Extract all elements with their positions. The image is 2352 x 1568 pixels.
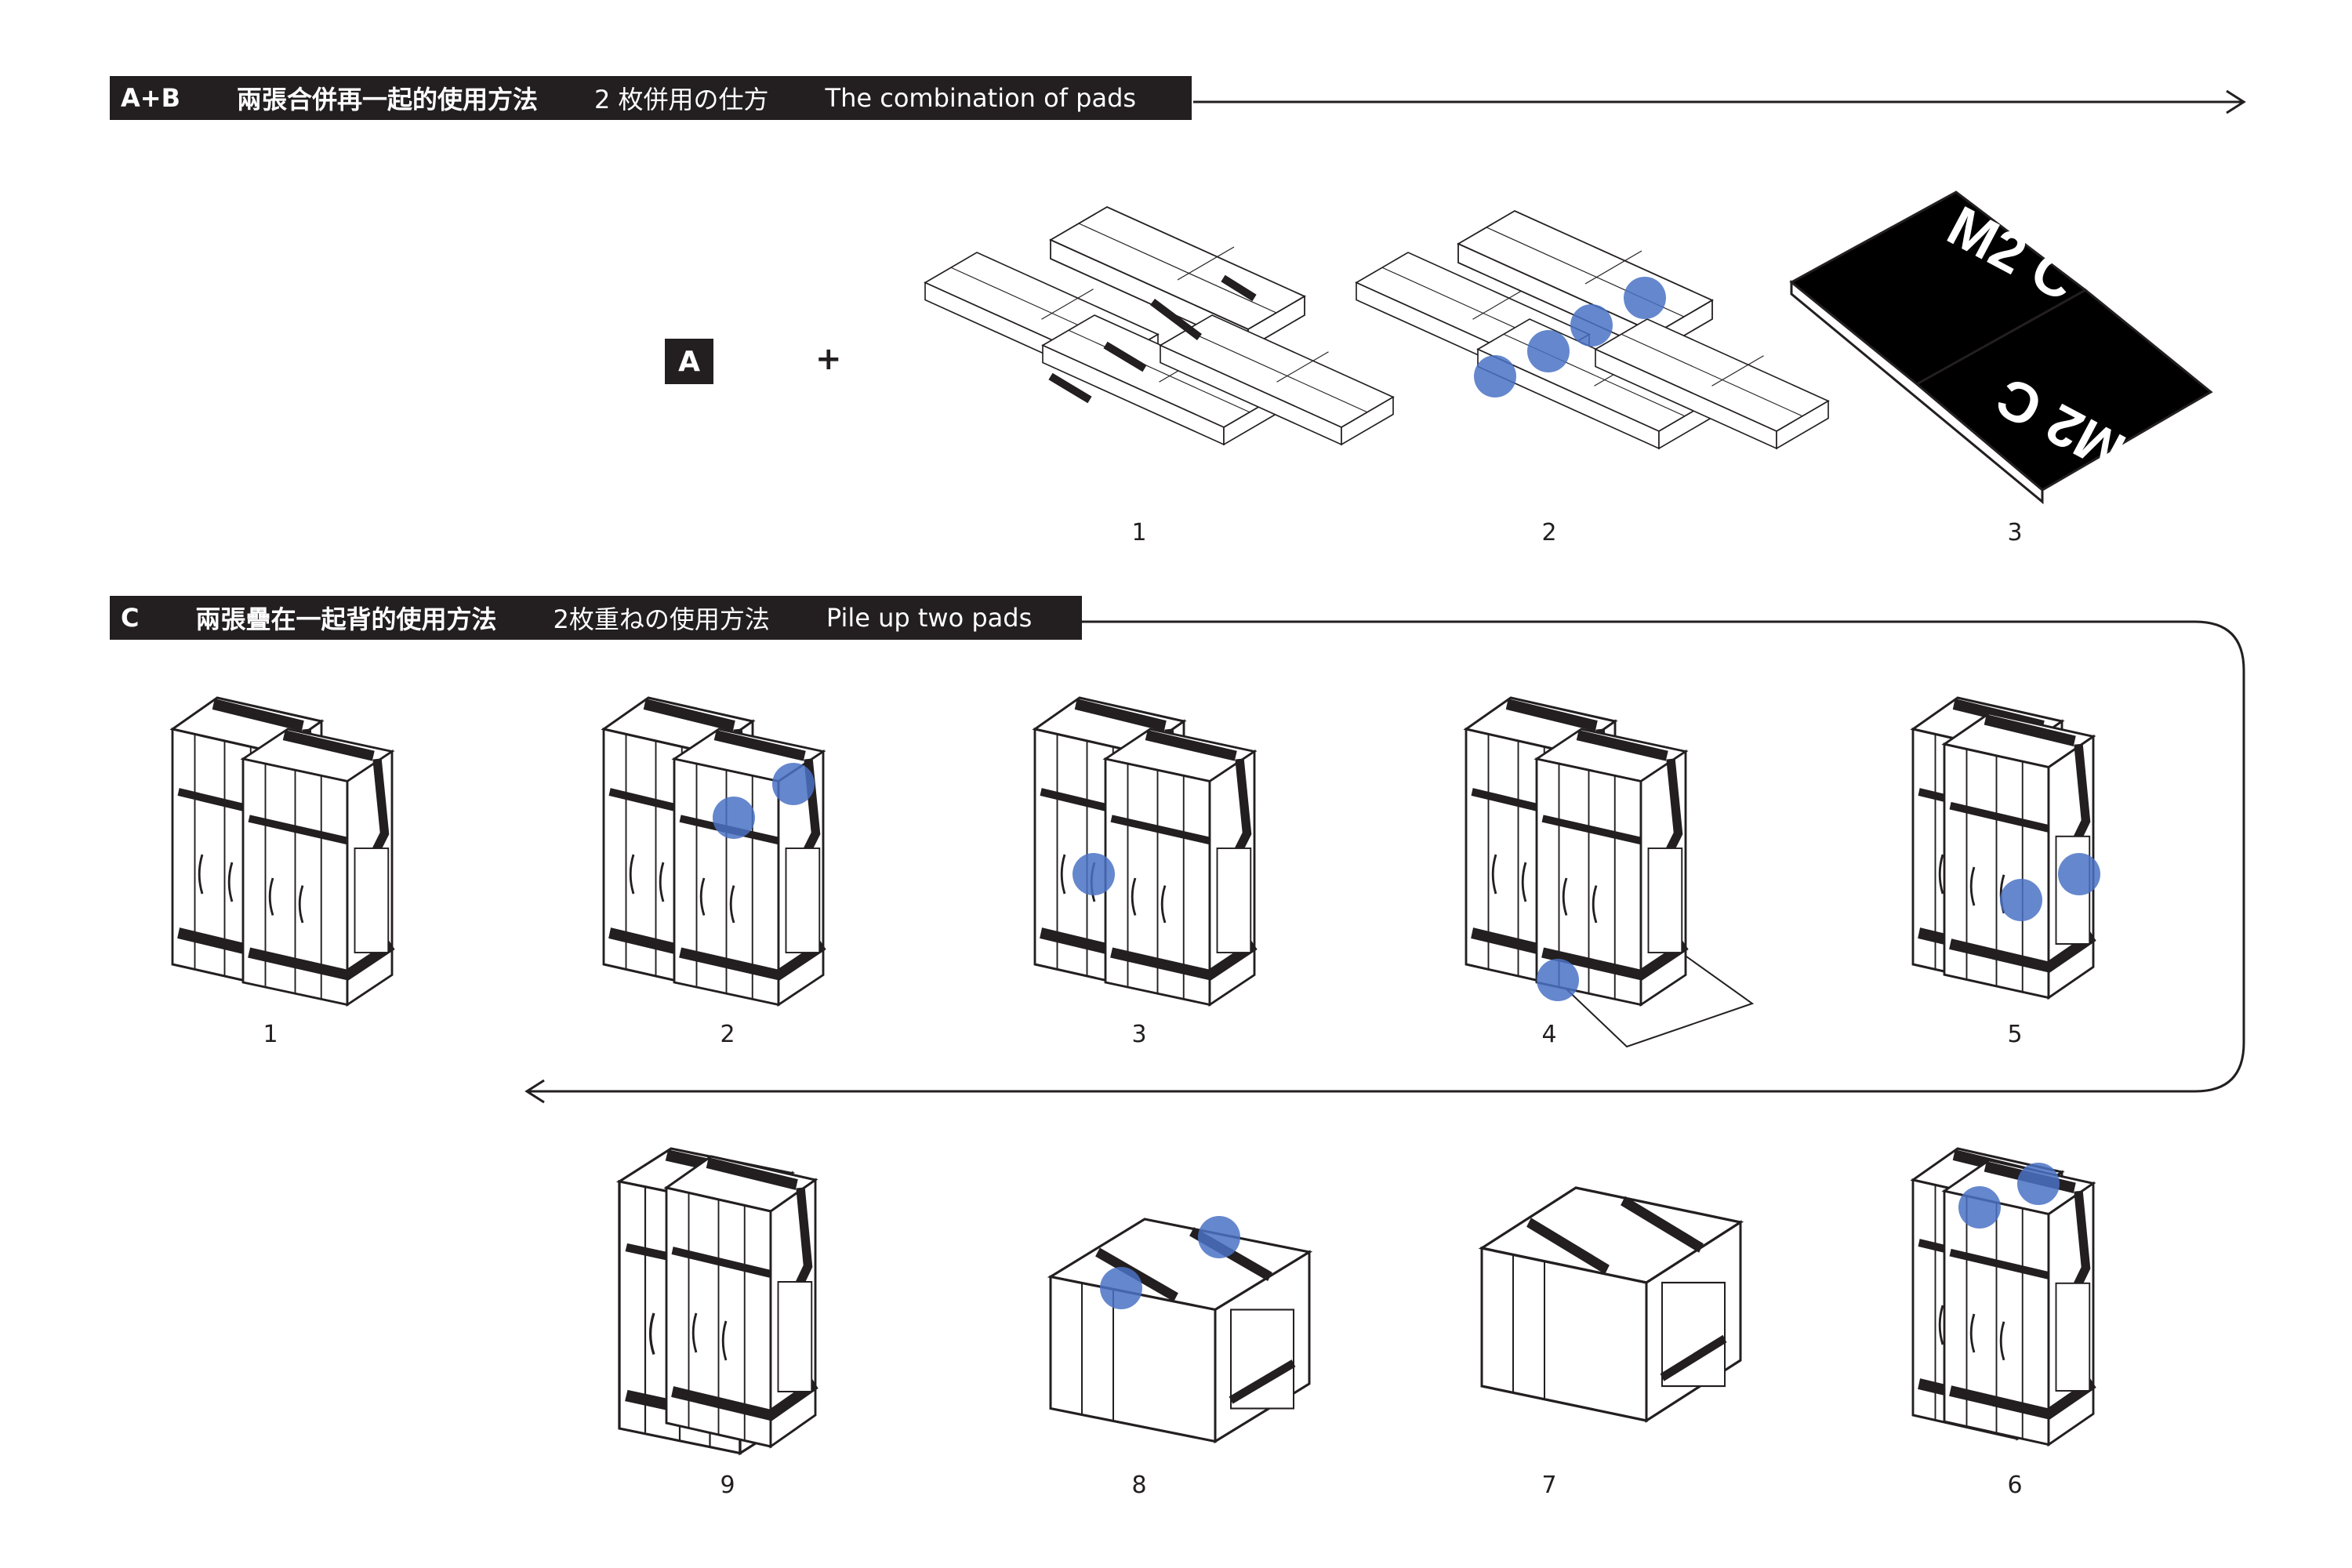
c-step-6-illustration	[1913, 1149, 2093, 1445]
c-step-4-illustration	[1466, 698, 1752, 1047]
c-step-number: 4	[1518, 1021, 1581, 1048]
c-step-number: 3	[1108, 1021, 1171, 1048]
c-step-number: 5	[1984, 1021, 2046, 1048]
highlight-dot	[1537, 959, 1579, 1001]
c-step-number: 8	[1108, 1472, 1171, 1499]
c-step-number: 9	[696, 1472, 759, 1499]
c-step-7-illustration	[1482, 1188, 1740, 1421]
ab-step-number: 1	[1108, 519, 1171, 546]
highlight-dot	[2017, 1163, 2060, 1205]
ab-step-3-illustration: M2 C M2 C	[1791, 192, 2211, 502]
c-step-5-illustration	[1913, 698, 2100, 998]
c-step-number: 2	[696, 1021, 759, 1048]
c-step-3-illustration	[1035, 698, 1254, 1005]
ab-step-1-illustration	[925, 207, 1393, 445]
c-step-1-illustration	[172, 698, 392, 1005]
ab-step-2-illustration	[1356, 211, 1828, 448]
pad-a-badge: A	[665, 339, 713, 384]
c-step-2-illustration	[604, 698, 823, 1005]
highlight-dot	[1624, 277, 1666, 319]
c-step-number: 7	[1518, 1472, 1581, 1499]
highlight-dot	[1570, 304, 1613, 347]
highlight-dot	[1958, 1186, 2001, 1229]
c-step-number: 6	[1984, 1472, 2046, 1499]
highlight-dot	[2000, 879, 2042, 921]
ab-step-number: 2	[1518, 519, 1581, 546]
highlight-dot	[1474, 355, 1516, 397]
highlight-dot	[772, 763, 815, 805]
highlight-dot	[713, 797, 755, 839]
highlight-dot	[1198, 1216, 1240, 1258]
c-step-9-illustration	[619, 1149, 815, 1454]
highlight-dot	[1527, 330, 1570, 372]
plus-sign: +	[815, 341, 842, 377]
c-step-number: 1	[239, 1021, 302, 1048]
highlight-dot	[1100, 1267, 1142, 1309]
highlight-dot	[1073, 853, 1115, 895]
ab-step-number: 3	[1984, 519, 2046, 546]
c-step-8-illustration	[1051, 1216, 1309, 1442]
highlight-dot	[2058, 853, 2100, 895]
